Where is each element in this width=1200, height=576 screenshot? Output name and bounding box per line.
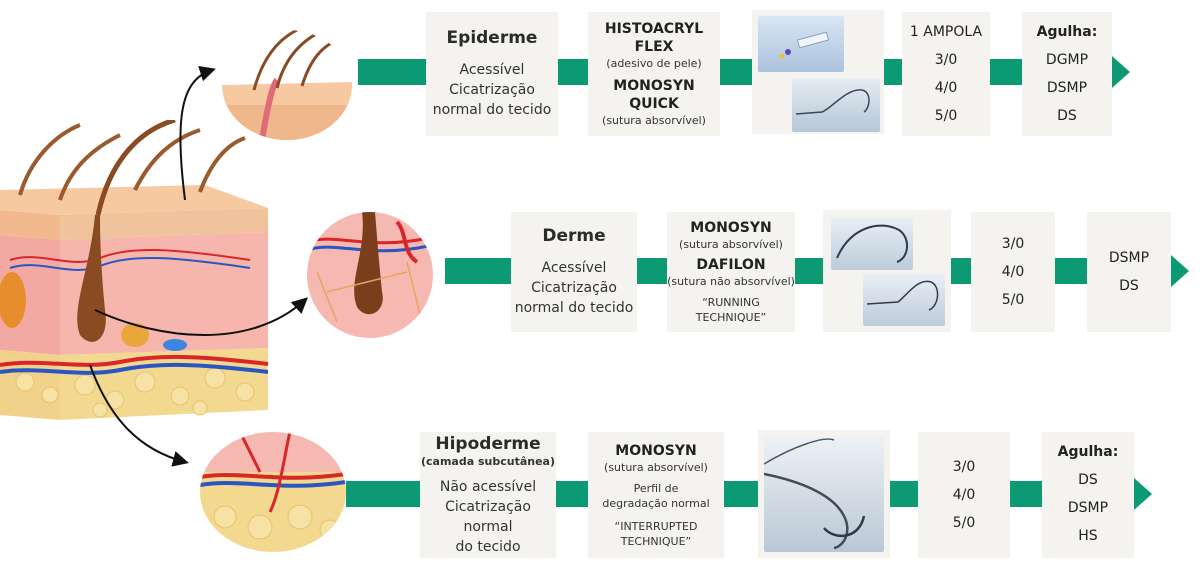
- layer-line: Cicatrização: [449, 82, 535, 98]
- needle-value: DSMP: [1108, 250, 1150, 266]
- needle-value: DSMP: [1067, 500, 1109, 516]
- layer-line: normal do tecido: [514, 300, 634, 316]
- connector-bar: [358, 59, 426, 85]
- connector-bar: [795, 258, 823, 284]
- arrow-head: [1134, 478, 1152, 510]
- needle-value: DGMP: [1045, 52, 1089, 68]
- layer-line: Acessível: [541, 260, 607, 276]
- photo-card-epiderme: [752, 10, 884, 134]
- layer-line: normal do tecido: [432, 102, 552, 118]
- arrow-head: [1171, 255, 1189, 287]
- size-value: 4/0: [952, 487, 976, 503]
- connector-bar: [556, 481, 588, 507]
- needle-value: DSMP: [1046, 80, 1088, 96]
- layer-line: Acessível: [459, 62, 525, 78]
- connector-bar: [990, 59, 1022, 85]
- size-value: 4/0: [934, 80, 958, 96]
- needle-value: DS: [1057, 108, 1077, 124]
- layer-title: Epiderme: [446, 28, 538, 48]
- size-value: 3/0: [952, 459, 976, 475]
- suture-needle-photo: [792, 78, 880, 132]
- layer-title: Derme: [542, 226, 606, 246]
- connector-bar: [720, 59, 752, 85]
- size-card-hipoderme: 3/0 4/0 5/0: [918, 432, 1010, 558]
- photo-card-derme: [823, 210, 951, 332]
- product-card-hipoderme: MONOSYN (sutura absorvível) Perfil de de…: [588, 432, 724, 558]
- product-card-derme: MONOSYN (sutura absorvível) DAFILON (sut…: [667, 212, 795, 332]
- size-value: 1 AMPOLA: [909, 24, 983, 40]
- layer-card-hipoderme: Hipoderme (camada subcutânea) Não acessí…: [420, 432, 556, 558]
- needle-title: Agulha:: [1057, 444, 1119, 460]
- needle-value: DS: [1078, 472, 1098, 488]
- product-name: MONOSYN QUICK: [613, 78, 695, 112]
- product-card-epiderme: HISTOACRYL FLEX (adesivo de pele) MONOSY…: [588, 12, 720, 136]
- suture-needle-photo: [764, 436, 884, 552]
- product-name: DAFILON: [696, 257, 766, 273]
- needle-value: DS: [1119, 278, 1139, 294]
- product-note: (sutura não absorvível): [667, 275, 795, 288]
- needle-value: HS: [1078, 528, 1098, 544]
- product-note: (adesivo de pele): [606, 57, 702, 70]
- connector-bar: [890, 481, 918, 507]
- size-value: 5/0: [1001, 292, 1025, 308]
- product-name: HISTOACRYL FLEX: [604, 21, 704, 55]
- needle-title: Agulha:: [1036, 24, 1098, 40]
- connector-bar: [951, 258, 971, 284]
- product-note: (sutura absorvível): [679, 238, 783, 251]
- layer-card-epiderme: Epiderme Acessível Cicatrização normal d…: [426, 12, 558, 136]
- layer-subtitle: (camada subcutânea): [420, 454, 555, 468]
- layer-line: Cicatrização: [531, 280, 617, 296]
- skin-cross-section-illustration: [0, 120, 275, 450]
- size-value: 5/0: [934, 108, 958, 124]
- product-name: MONOSYN: [690, 220, 772, 236]
- size-value: 3/0: [934, 52, 958, 68]
- needle-card-hipoderme: Agulha: DS DSMP HS: [1042, 432, 1134, 558]
- connector-bar: [445, 258, 511, 284]
- connector-arrows: [89, 65, 308, 467]
- size-card-epiderme: 1 AMPOLA 3/0 4/0 5/0: [902, 12, 990, 136]
- product-note: (sutura absorvível): [602, 114, 706, 127]
- epidermis-zoom-icon: [222, 30, 352, 140]
- size-value: 5/0: [952, 515, 976, 531]
- arrow-head: [1112, 56, 1130, 88]
- size-card-derme: 3/0 4/0 5/0: [971, 212, 1055, 332]
- connector-bar: [637, 258, 667, 284]
- size-value: 3/0: [1001, 236, 1025, 252]
- connector-bar: [1055, 258, 1087, 284]
- layer-line: Não acessível: [439, 478, 537, 495]
- layer-line: do tecido: [455, 538, 521, 555]
- size-value: 4/0: [1001, 264, 1025, 280]
- technique-label: “INTERRUPTED TECHNIQUE”: [614, 519, 698, 548]
- needle-card-derme: DSMP DS: [1087, 212, 1171, 332]
- connector-bar: [558, 59, 588, 85]
- product-note: (sutura absorvível): [604, 460, 708, 474]
- hypodermis-zoom-icon: [200, 432, 346, 552]
- connector-bar: [884, 59, 902, 85]
- product-name: MONOSYN: [615, 442, 697, 459]
- suture-needle-photo: [831, 218, 913, 270]
- layer-card-derme: Derme Acessível Cicatrização normal do t…: [511, 212, 637, 332]
- adhesive-product-photo: [758, 16, 844, 72]
- suture-needle-photo: [863, 274, 945, 326]
- connector-bar: [724, 481, 758, 507]
- connector-bar: [346, 481, 420, 507]
- layer-title: Hipoderme: [435, 433, 541, 454]
- photo-card-hipoderme: [758, 430, 890, 558]
- layer-line: Cicatrização normal: [445, 498, 531, 535]
- needle-card-epiderme: Agulha: DGMP DSMP DS: [1022, 12, 1112, 136]
- connector-bar: [1010, 481, 1042, 507]
- product-extra-note: Perfil de degradação normal: [602, 481, 710, 510]
- dermis-zoom-icon: [307, 212, 433, 338]
- technique-label: “RUNNING TECHNIQUE”: [695, 296, 767, 324]
